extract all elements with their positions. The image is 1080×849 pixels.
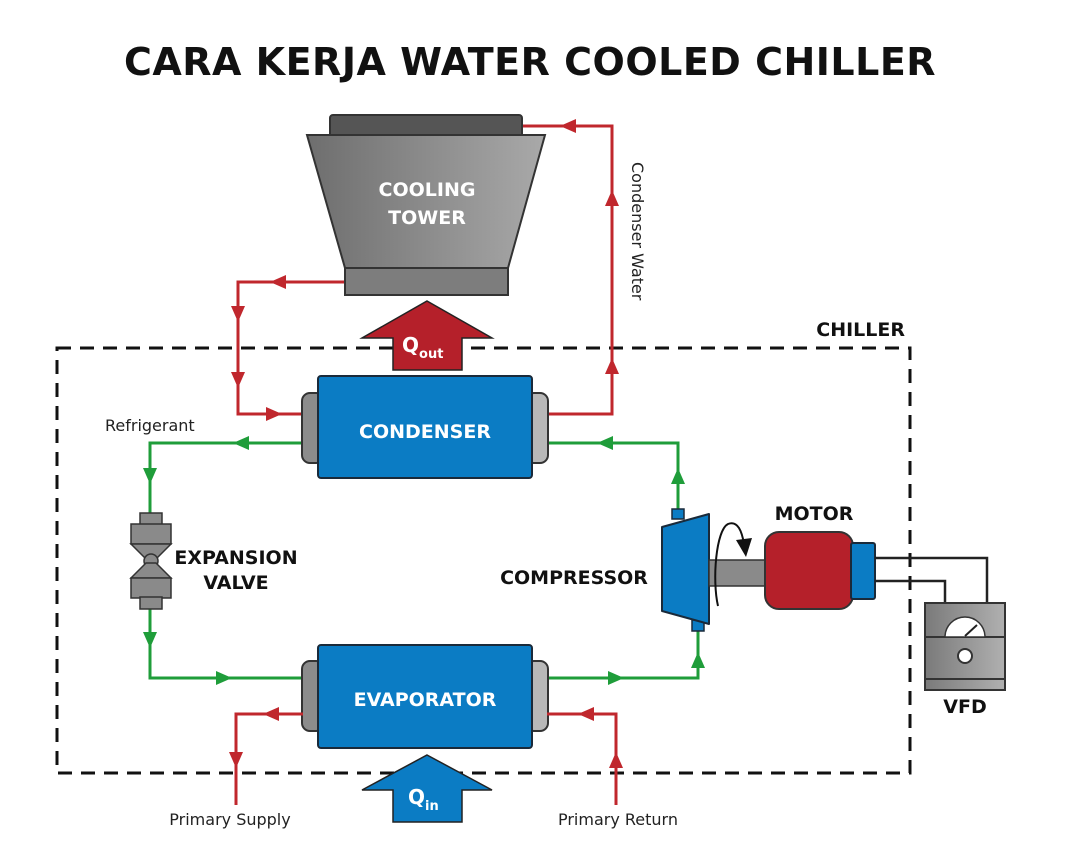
- primary-water-loop: [229, 707, 623, 805]
- flow-arrow-icon: [231, 306, 245, 322]
- compressor-label: COMPRESSOR: [500, 567, 648, 589]
- flow-arrow-icon: [671, 468, 685, 484]
- condenser-water-loop: [231, 119, 619, 421]
- evaporator: EVAPORATOR: [301, 644, 549, 749]
- condenser-water-label: Condenser Water: [628, 162, 647, 301]
- cooling-tower-basin: [344, 267, 509, 296]
- vfd-gauge-icon: [944, 616, 986, 638]
- flow-arrow-icon: [263, 707, 279, 721]
- heat-in-arrow-icon: [361, 754, 493, 823]
- rotation-arrow-icon: [714, 522, 745, 607]
- flow-arrow-icon: [605, 190, 619, 206]
- heat-out-arrow-icon: [359, 300, 495, 371]
- refrigerant-expansion-line: [148, 600, 303, 680]
- refrigerant-label: Refrigerant: [105, 416, 195, 435]
- flow-arrow-icon: [229, 752, 243, 768]
- motor-label: MOTOR: [775, 503, 854, 525]
- evaporator-vessel: [317, 644, 533, 749]
- chiller-label: CHILLER: [816, 319, 905, 341]
- q-in-arrow: Qin: [361, 754, 493, 823]
- vfd-cabinet: [924, 602, 1006, 691]
- cooling-tower-label-line2: TOWER: [388, 207, 466, 229]
- vfd: [924, 602, 1006, 691]
- primary-supply-pipe: [234, 712, 303, 805]
- vfd-wire: [875, 579, 947, 603]
- flow-arrow-icon: [143, 632, 157, 648]
- condenser-vessel: [317, 375, 533, 479]
- flow-arrow-icon: [266, 407, 282, 421]
- refrigerant-suction-line: [547, 630, 700, 680]
- cooling-tower-fan-deck: [329, 114, 523, 138]
- condenser-label: CONDENSER: [359, 421, 491, 443]
- q-in-label: Qin: [408, 785, 439, 814]
- flow-arrow-icon: [233, 436, 249, 450]
- primary-supply-label: Primary Supply: [169, 810, 290, 829]
- q-out-arrow: Qout: [359, 300, 495, 371]
- flow-arrow-icon: [597, 436, 613, 450]
- flow-arrow-icon: [270, 275, 286, 289]
- flow-arrow-icon: [143, 468, 157, 484]
- flow-arrow-icon: [231, 372, 245, 388]
- refrigerant-loop: [143, 436, 705, 685]
- chiller-boundary: [55, 346, 912, 775]
- cooling-tower-body: [305, 134, 547, 269]
- flow-arrow-icon: [608, 671, 624, 685]
- vfd-wire: [875, 556, 989, 603]
- vfd-knob-icon: [957, 648, 973, 664]
- cooling-tower: COOLING TOWER: [305, 114, 547, 296]
- flow-arrow-icon: [560, 119, 576, 133]
- flow-arrow-icon: [216, 671, 232, 685]
- vfd-label: VFD: [943, 696, 986, 718]
- motor: [764, 531, 876, 610]
- q-out-label: Qout: [402, 333, 443, 362]
- primary-return-label: Primary Return: [558, 810, 678, 829]
- page-title: CARA KERJA WATER COOLED CHILLER: [124, 40, 936, 84]
- flow-arrow-icon: [578, 707, 594, 721]
- evaporator-label: EVAPORATOR: [354, 689, 497, 711]
- expansion-valve: [129, 512, 173, 610]
- rotation-arrowhead-icon: [736, 538, 752, 557]
- refrigerant-discharge-line: [547, 441, 680, 512]
- refrigerant-liquid-line: [148, 441, 303, 522]
- expansion-valve-label-line1: EXPANSION: [174, 547, 297, 569]
- flow-arrow-icon: [605, 358, 619, 374]
- cooling-tower-label-line1: COOLING: [379, 179, 476, 201]
- motor-body: [764, 531, 854, 610]
- flow-arrow-icon: [691, 652, 705, 668]
- compressor-body: [661, 513, 710, 625]
- primary-return-pipe: [547, 712, 618, 805]
- compressor: [661, 508, 710, 632]
- flow-arrow-icon: [609, 752, 623, 768]
- condenser: CONDENSER: [301, 375, 549, 479]
- motor-terminal-box: [850, 542, 876, 600]
- expansion-valve-label-line2: VALVE: [203, 572, 268, 594]
- drive-shaft: [708, 559, 768, 587]
